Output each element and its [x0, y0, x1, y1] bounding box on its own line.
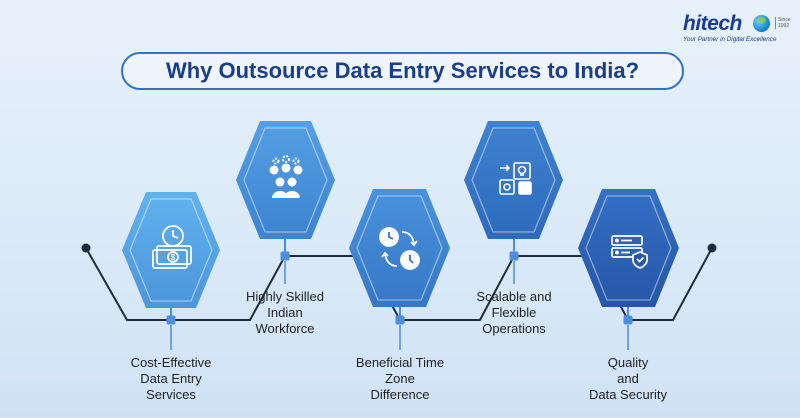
label-data-security-line-1: Quality	[607, 355, 649, 370]
label-cost-effective-line-3: Services	[146, 387, 196, 402]
label-cost-effective-line-1: Cost-Effective	[130, 355, 212, 370]
logo-wordmark: hitech	[683, 12, 742, 35]
hitech-logo: hitech Since 1992 Your Partner in Digita…	[683, 12, 793, 48]
label-cost-effective: Cost-Effective Data Entry Services	[106, 355, 236, 403]
marker-3	[395, 307, 405, 350]
label-skilled-workforce-line-2: Indian	[267, 305, 303, 320]
label-scalable-operations-line-1: Scalable and	[476, 289, 552, 304]
label-data-security-line-2: and	[617, 371, 639, 386]
time-zone-clocks-icon	[379, 227, 420, 270]
label-time-zone-line-3: Difference	[370, 387, 430, 402]
logo-since-label: Since	[778, 17, 791, 23]
logo-tagline: Your Partner in Digital Excellence	[683, 36, 777, 43]
marker-2	[280, 239, 290, 284]
label-scalable-operations-line-2: Flexible	[491, 305, 537, 320]
marker-1	[166, 308, 176, 350]
label-data-security-line-3: Data Security	[588, 387, 668, 402]
marker-4	[509, 239, 519, 284]
connector-start-dot	[81, 243, 91, 253]
label-skilled-workforce: Highly Skilled Indian Workforce	[220, 289, 350, 337]
server-shield-icon	[611, 235, 648, 269]
label-time-zone: Beneficial Time Zone Difference	[335, 355, 465, 403]
money-clock-icon: $	[152, 225, 192, 269]
marker-5	[623, 307, 633, 350]
logo-since-year: 1992	[778, 23, 790, 29]
page-title: Why Outsource Data Entry Services to Ind…	[121, 52, 684, 90]
hexagon-skilled-workforce	[236, 121, 335, 239]
label-data-security: Quality and Data Security	[563, 355, 693, 403]
globe-icon	[753, 15, 770, 32]
hexagon-time-zone	[349, 189, 450, 307]
connector-line	[85, 247, 713, 321]
label-time-zone-line-2: Zone	[385, 371, 415, 386]
svg-text:$: $	[171, 253, 176, 262]
label-cost-effective-line-2: Data Entry	[140, 371, 202, 386]
scalable-ideas-icon	[499, 162, 532, 195]
connector-end-dot	[707, 243, 717, 253]
team-gears-icon	[269, 155, 303, 198]
label-skilled-workforce-line-1: Highly Skilled	[245, 289, 325, 304]
label-scalable-operations-line-3: Operations	[482, 321, 546, 336]
logo-since: Since 1992	[775, 17, 796, 29]
label-scalable-operations: Scalable and Flexible Operations	[449, 289, 579, 337]
label-skilled-workforce-line-3: Workforce	[255, 321, 315, 336]
label-time-zone-line-1: Beneficial Time	[355, 355, 445, 370]
